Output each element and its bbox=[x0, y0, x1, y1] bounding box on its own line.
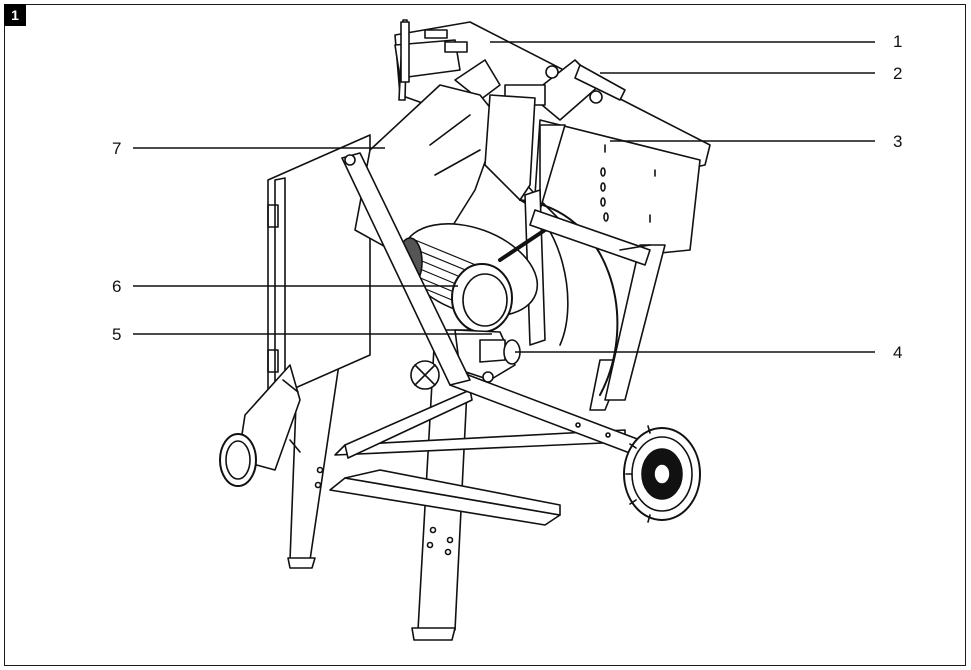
blade-guard bbox=[354, 19, 626, 256]
wheel bbox=[623, 425, 701, 523]
rear-frame bbox=[529, 209, 666, 401]
stand-legs bbox=[287, 289, 641, 641]
callout-7: 7 bbox=[112, 139, 122, 158]
callout-3: 3 bbox=[893, 132, 903, 151]
callout-leaders bbox=[133, 41, 875, 353]
figure-frame bbox=[4, 4, 966, 666]
callout-2: 2 bbox=[893, 64, 903, 83]
tilt-bracket bbox=[410, 329, 521, 390]
callout-6: 6 bbox=[112, 277, 122, 296]
support-arm bbox=[341, 152, 471, 386]
callout-1: 1 bbox=[893, 32, 903, 51]
callout-4: 4 bbox=[893, 343, 903, 362]
figure-number-badge: 1 bbox=[4, 4, 26, 26]
dust-outlet bbox=[219, 364, 301, 487]
callout-5: 5 bbox=[112, 325, 122, 344]
